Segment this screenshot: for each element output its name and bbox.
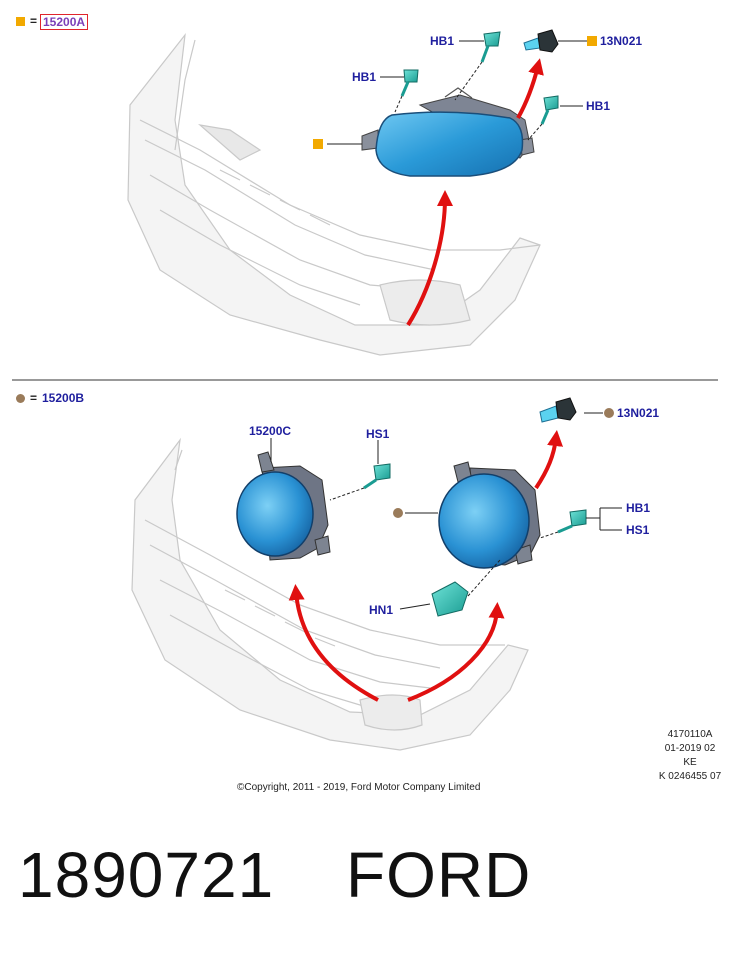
install-arrow-left-lamp <box>288 584 379 702</box>
install-arrow-lamp-top <box>406 190 453 327</box>
leader-lines-bottom <box>270 412 622 610</box>
drawing-info: 4170110A 01-2019 02 KE K 0246455 07 <box>650 728 730 784</box>
brand-name: FORD <box>346 839 532 911</box>
legend-marker-a-bulb <box>587 36 597 46</box>
screw-icon-hb1-hs1 <box>557 509 587 534</box>
label-15200c[interactable]: 15200C <box>249 424 292 438</box>
install-arrow-right-lamp <box>407 602 505 702</box>
fog-lamp-round-right <box>438 461 541 569</box>
label-13n021-top[interactable]: 13N021 <box>600 34 643 48</box>
legend-marker-b-bulb <box>604 408 614 418</box>
label-hb1-bottom[interactable]: HB1 <box>626 501 651 515</box>
label-hs1-upper[interactable]: HS1 <box>366 427 390 441</box>
drawing-info-ref: 4170110A <box>667 729 713 740</box>
screw-icon-hb1-right <box>540 95 559 125</box>
drawing-info-region: KE <box>683 757 697 768</box>
label-hb1-left[interactable]: HB1 <box>352 70 377 84</box>
leader-lines-top <box>327 40 587 145</box>
install-arrow-bulb-top <box>516 58 544 119</box>
label-13n021-bottom[interactable]: 13N021 <box>617 406 660 420</box>
screw-icon-hb1-left <box>400 69 419 97</box>
clip-icon-hn1 <box>431 581 469 617</box>
label-hb1-right[interactable]: HB1 <box>586 99 611 113</box>
label-hb1-upper[interactable]: HB1 <box>430 34 455 48</box>
legend-marker-b-part <box>393 508 403 518</box>
legend-b-code[interactable]: 15200B <box>42 391 85 405</box>
legend-b-swatch <box>16 394 25 403</box>
part-number: 1890721 <box>18 839 275 911</box>
bumper-top <box>127 32 541 356</box>
screw-icon-hs1-upper <box>363 463 391 490</box>
fog-lamp-rectangular <box>361 87 535 177</box>
legend-a-swatch <box>16 17 25 26</box>
screw-icon-hb1-upper <box>480 31 501 63</box>
label-hs1-right[interactable]: HS1 <box>626 523 650 537</box>
legend-a-code[interactable]: 15200A <box>40 14 89 30</box>
bulb-icon-top <box>523 29 559 53</box>
legend-a-code-wrap: 15200A <box>40 14 89 30</box>
install-arrow-bulb-bottom <box>534 430 564 490</box>
bulb-icon-bottom <box>539 397 577 423</box>
label-hn1[interactable]: HN1 <box>369 603 394 617</box>
legend-b-equals: = <box>30 391 38 405</box>
drawing-info-code: K 0246455 07 <box>658 771 722 782</box>
fog-lamp-round-left <box>236 451 331 561</box>
legend-marker-a-part <box>313 139 323 149</box>
legend-a-equals: = <box>30 14 38 28</box>
copyright-text: ©Copyright, 2011 - 2019, Ford Motor Comp… <box>237 782 481 793</box>
drawing-info-date: 01-2019 02 <box>664 743 716 754</box>
